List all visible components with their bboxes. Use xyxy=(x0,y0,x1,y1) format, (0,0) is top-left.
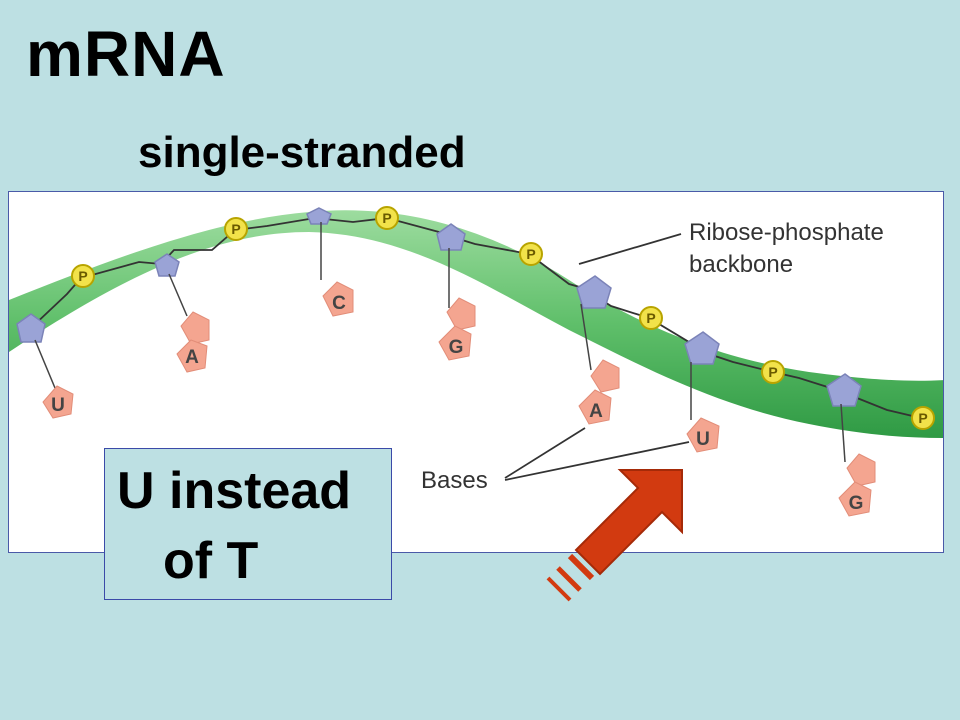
mrna-strand-svg: U A C G A U G P P P P P P P Ribose-phosp… xyxy=(9,206,943,517)
callout-line-1: U instead xyxy=(117,462,352,520)
sugar-3 xyxy=(306,207,332,225)
base-shapes xyxy=(42,281,876,517)
phosphate-4: P xyxy=(519,242,543,266)
base-shape-c xyxy=(322,281,354,317)
red-arrow-icon xyxy=(546,469,683,602)
svg-text:P: P xyxy=(646,310,655,326)
sugar-6 xyxy=(684,331,720,365)
phosphate-2: P xyxy=(224,217,248,241)
backbone-ribbon xyxy=(9,210,943,438)
sugar-7 xyxy=(826,373,862,407)
callout-line-2: of T xyxy=(163,532,259,590)
base-shape-u xyxy=(42,385,74,419)
phosphate-1: P xyxy=(71,264,95,288)
base-shape-g3 xyxy=(846,453,876,487)
base-label-4: G xyxy=(449,337,464,358)
bases-pointer-a xyxy=(504,427,586,479)
bases-pointer-u xyxy=(504,441,690,481)
base-shape-u2 xyxy=(686,417,720,453)
base-shape-g2 xyxy=(438,325,472,361)
slide-title: mRNA xyxy=(26,18,226,90)
svg-text:P: P xyxy=(231,221,240,237)
backbone-label-line2: backbone xyxy=(689,251,793,278)
bases-label: Bases xyxy=(421,467,488,494)
callout-box: U instead of T xyxy=(104,448,392,600)
svg-text:P: P xyxy=(526,246,535,262)
sugar-1 xyxy=(16,313,46,343)
phosphate-6: P xyxy=(761,360,785,384)
base-label-3: C xyxy=(332,293,346,314)
backbone-pointer-line xyxy=(578,233,682,265)
phosphate-group: P P P P P P P xyxy=(71,206,935,430)
slide-subtitle: single-stranded xyxy=(138,128,466,177)
base-label-1: U xyxy=(51,395,65,416)
base-shape-a1 xyxy=(180,311,210,345)
base-label-7: G xyxy=(849,493,864,514)
base-label-5: A xyxy=(589,401,603,422)
svg-text:P: P xyxy=(918,410,927,426)
sugar-4 xyxy=(436,223,466,251)
base-shape-g4 xyxy=(838,481,872,517)
phosphate-7: P xyxy=(911,406,935,430)
phosphate-3: P xyxy=(375,206,399,230)
base-label-6: U xyxy=(696,429,710,450)
svg-text:P: P xyxy=(382,210,391,226)
phosphate-5: P xyxy=(639,306,663,330)
base-shape-a2 xyxy=(176,339,208,373)
sugar-2 xyxy=(154,253,180,277)
base-stems xyxy=(34,222,846,463)
base-shape-a3 xyxy=(590,359,620,393)
svg-text:P: P xyxy=(78,268,87,284)
base-shape-g1 xyxy=(446,297,476,331)
backbone-label-line1: Ribose-phosphate xyxy=(689,219,884,246)
svg-text:P: P xyxy=(768,364,777,380)
base-label-2: A xyxy=(185,347,199,368)
base-shape-a4 xyxy=(578,389,612,425)
sugar-group xyxy=(16,207,862,407)
sugar-5 xyxy=(576,275,612,309)
